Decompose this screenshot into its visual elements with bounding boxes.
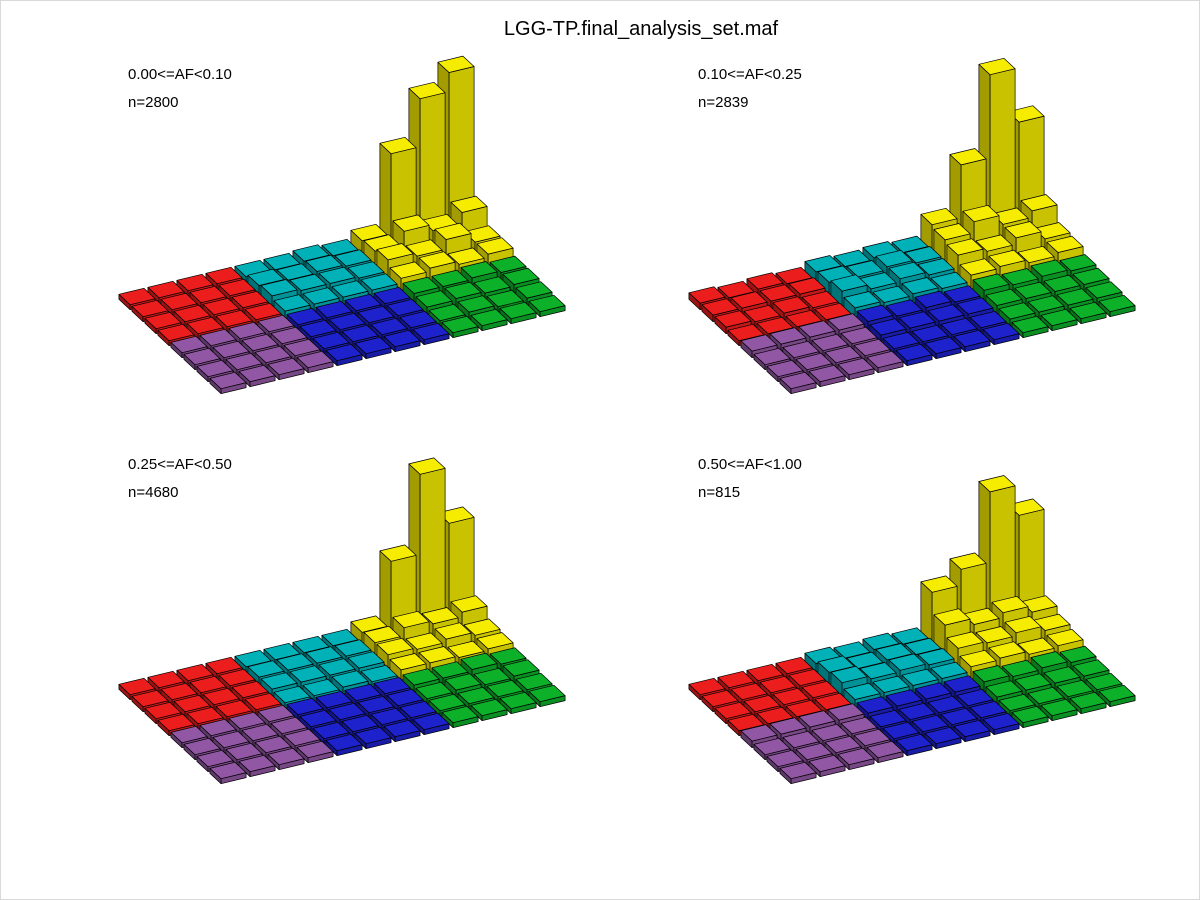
af-range-label: 0.00<=AF<0.10: [128, 66, 232, 83]
panel-label-group: 0.10<=AF<0.25 n=2839: [698, 61, 802, 117]
lego-panel-af-0.00-0.10: 0.00<=AF<0.10 n=2800: [86, 51, 661, 436]
lego-panel-af-0.25-0.50: 0.25<=AF<0.50 n=4680: [86, 441, 661, 826]
figure-title: LGG-TP.final_analysis_set.maf: [503, 18, 779, 40]
af-range-label: 0.10<=AF<0.25: [698, 66, 802, 83]
lego-panel-af-0.50-1.00: 0.50<=AF<1.00 n=815: [656, 441, 1199, 826]
lego-plot-svg-4: [688, 475, 1136, 785]
lego-panel-af-0.10-0.25: 0.10<=AF<0.25 n=2839: [656, 51, 1199, 436]
lego-plot-svg-1: [118, 55, 566, 395]
panel-label-group: 0.00<=AF<0.10 n=2800: [128, 61, 232, 117]
n-count-label: n=4680: [128, 484, 179, 501]
lego-plot-svg-3: [118, 457, 566, 785]
n-count-label: n=2839: [698, 94, 749, 111]
af-range-label: 0.50<=AF<1.00: [698, 456, 802, 473]
lego-plot-svg-2: [688, 57, 1136, 395]
af-range-label: 0.25<=AF<0.50: [128, 456, 232, 473]
panel-label-group: 0.25<=AF<0.50 n=4680: [128, 451, 232, 507]
n-count-label: n=2800: [128, 94, 179, 111]
panel-label-group: 0.50<=AF<1.00 n=815: [698, 451, 802, 507]
n-count-label: n=815: [698, 484, 741, 501]
